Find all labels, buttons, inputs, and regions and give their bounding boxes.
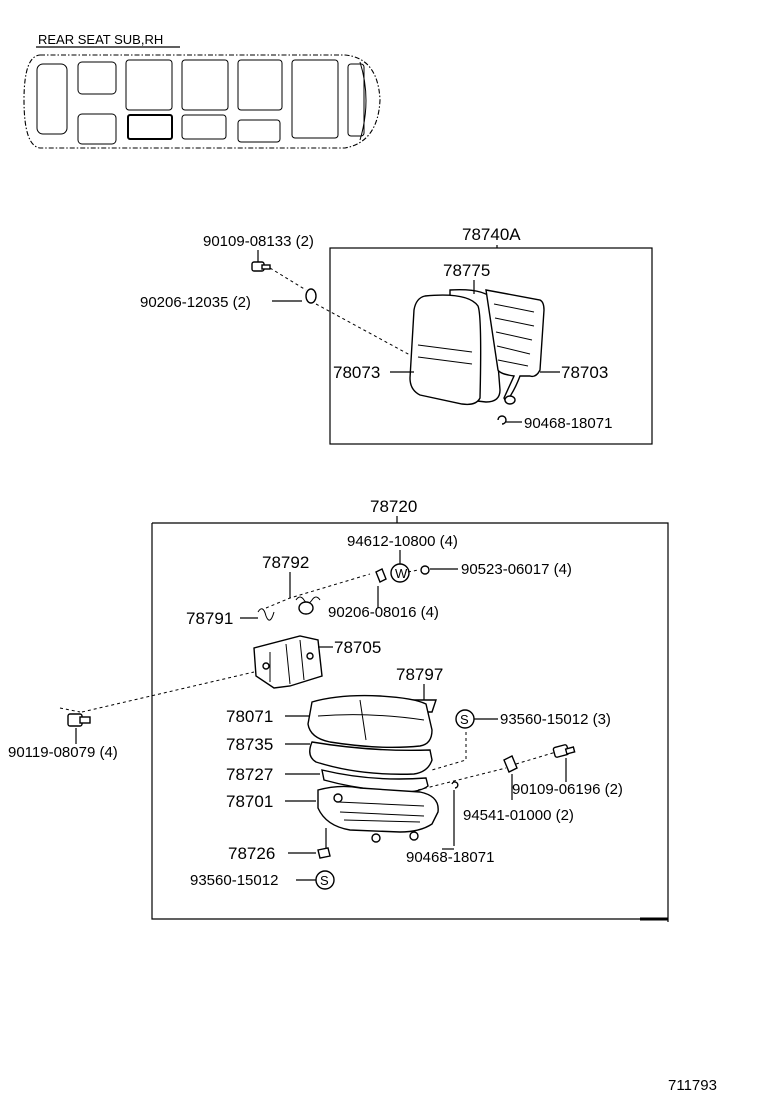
seat-row5 (291, 59, 339, 139)
coil-spring-icon (257, 608, 275, 621)
label-90468-18071-a: 90468-18071 (524, 415, 612, 432)
label-78727: 78727 (226, 765, 273, 784)
header-title: REAR SEAT SUB,RH (38, 32, 163, 47)
seat-row4-left (237, 59, 283, 111)
s-symbol-icon-2 (315, 870, 335, 890)
label-78073: 78073 (333, 363, 380, 382)
nut-icon (420, 565, 430, 575)
label-78720: 78720 (370, 497, 417, 516)
s-symbol-text-2: S (320, 873, 329, 888)
label-94612-10800: 94612-10800 (4) (347, 533, 458, 550)
hardware-dash-line-right (417, 751, 557, 791)
label-90119-08079: 90119-08079 (4) (8, 744, 118, 761)
lower-assembly: 78720 94612-10800 (4) W 90523-06017 (4) … (8, 497, 669, 922)
vehicle-outline (23, 54, 381, 149)
hardware-dash-line-top (265, 569, 419, 609)
label-90523-06017: 90523-06017 (4) (461, 561, 572, 578)
vehicle-rear-arc (359, 61, 367, 141)
bolt-right-icon (552, 744, 576, 758)
label-78791: 78791 (186, 609, 233, 628)
assembly-dash-line (269, 267, 411, 356)
label-94541-01000: 94541-01000 (2) (463, 807, 574, 824)
bolt-left-icon (67, 713, 91, 727)
seat-back-frame (485, 289, 545, 405)
seat-back-cushion (409, 289, 501, 406)
dash-area (36, 63, 68, 135)
seat-driver (77, 61, 117, 95)
label-78792: 78792 (262, 553, 309, 572)
seat-frame-78701 (317, 785, 439, 843)
w-symbol-text: W (395, 566, 408, 581)
seat-cushion-78071 (307, 694, 433, 749)
label-90206-12035: 90206-12035 (2) (140, 294, 251, 311)
label-78775: 78775 (443, 261, 490, 280)
seat-row4-right (237, 119, 281, 143)
s-dash-line (431, 732, 467, 771)
s-symbol-text-1: S (460, 712, 469, 727)
label-78071: 78071 (226, 707, 273, 726)
washer-plate-icon (375, 568, 387, 583)
washer-icon (305, 288, 317, 304)
spring-icon (295, 596, 321, 615)
label-90468-18071-b: 90468-18071 (406, 849, 494, 866)
seat-rear-bench (347, 63, 365, 137)
clip-icon (497, 415, 507, 425)
upper-assembly-box (329, 247, 653, 445)
label-90109-06196: 90109-06196 (2) (512, 781, 623, 798)
seat-row2-right-highlight (127, 114, 173, 140)
seat-row3-left (181, 59, 229, 111)
label-78705: 78705 (334, 638, 381, 657)
cushion-pad-78735 (309, 741, 433, 775)
label-93560-15012-a: 93560-15012 (3) (500, 711, 611, 728)
upper-assembly: 78740A 90109-08133 (2) 90206-12035 (2) 7… (140, 225, 653, 445)
clip-78726-icon (317, 847, 331, 859)
seat-row3-right (181, 114, 227, 140)
bolt-icon (251, 261, 271, 272)
label-78797: 78797 (396, 665, 443, 684)
w-symbol-icon (390, 563, 410, 583)
label-90109-08133: 90109-08133 (2) (203, 233, 314, 250)
washer-right-icon (503, 755, 518, 773)
label-78726: 78726 (228, 844, 275, 863)
label-90206-08016: 90206-08016 (4) (328, 604, 439, 621)
diagram-number: 711793 (668, 1077, 717, 1094)
bolt-dash-line (59, 671, 255, 713)
clip-lower-icon (451, 781, 459, 789)
label-78701: 78701 (226, 792, 273, 811)
seat-passenger (77, 113, 117, 145)
label-93560-15012-b: 93560-15012 (190, 872, 278, 889)
vehicle-location-map: REAR SEAT SUB,RH (23, 32, 381, 149)
hinge-bracket (253, 635, 323, 689)
label-78703: 78703 (561, 363, 608, 382)
label-78740A: 78740A (462, 225, 521, 244)
label-78735: 78735 (226, 735, 273, 754)
seat-row2-left (125, 59, 173, 111)
